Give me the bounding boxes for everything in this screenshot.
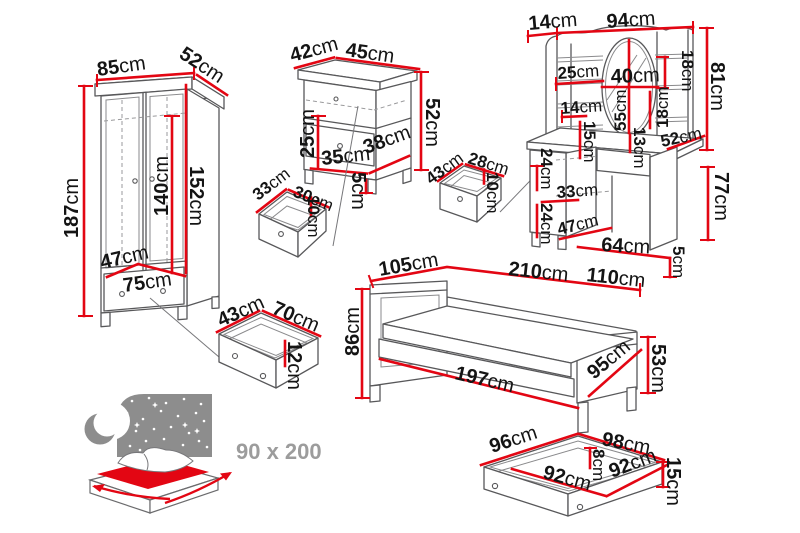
dim-line-nightstand-depth	[293, 55, 336, 70]
nightstand: 42cm 45cm 52cm 25cm 35cm 38cm 5cm	[288, 33, 443, 247]
drawer-left-height-label: 10cm	[304, 196, 323, 238]
dressing-desk-height-label: 77cm	[710, 172, 732, 221]
bed-headboard-width-label: 105cm	[377, 249, 440, 281]
dim-line-wardrobe-depth	[195, 73, 229, 97]
dressing-shelf-gap-rt-label: 18cm	[678, 50, 697, 92]
dressing-drawer-depth-lower-label: 24cm	[537, 203, 556, 245]
drawer-small-right: 43cm 28cm 10cm	[422, 148, 553, 223]
dressing-shelf-gap-left-label: 15cm	[580, 121, 599, 163]
dressing-foot-label: 5cm	[669, 246, 688, 278]
nightstand-height-label: 52cm	[421, 98, 443, 147]
wardrobe-knob	[149, 176, 155, 182]
nightstand-niche-width-label: 35cm	[320, 143, 371, 170]
mattress-size-icon: 90 x 200	[84, 394, 322, 514]
underbed-drawer: 96cm 98cm 92cm 8cm 92cm 15cm	[479, 422, 684, 517]
wardrobe-height-label: 187cm	[61, 178, 83, 238]
wardrobe-base-width-label: 75cm	[122, 268, 174, 297]
underbed-width-label: 98cm	[600, 428, 652, 459]
dressing-desk-depth-label: 52cm	[659, 124, 704, 151]
dim-line-wardrobe-width	[95, 71, 196, 82]
bed-height-label: 86cm	[342, 307, 364, 356]
dressing-shelf-depth-lower-label: 14cm	[560, 96, 603, 118]
wardrobe-inner-height-label: 140cm	[151, 156, 173, 216]
dim-line-nightstand-width	[335, 56, 421, 71]
dressing-shelf-depth-label: 25cm	[557, 61, 600, 83]
wardrobe-door-right	[149, 93, 184, 262]
wardrobe-width-label: 85cm	[96, 52, 148, 81]
stars	[125, 396, 209, 452]
bed-length-label: 210cm	[507, 258, 569, 286]
blanket	[117, 447, 194, 473]
nightstand-width-label: 45cm	[344, 39, 396, 68]
dim-line-nightstand-niche-depth	[368, 154, 411, 175]
wardrobe-drawer-height-label: 12cm	[283, 341, 305, 390]
dressing-mirror-gap-label: 13cm	[630, 127, 649, 169]
nightstand-leg-label: 5cm	[347, 172, 369, 210]
pointer-nightstand-drawer	[332, 105, 359, 247]
drawer-small-left: 33cm 30cm 10cm	[249, 164, 336, 258]
pointer-wardrobe-drawer	[149, 297, 220, 358]
dim-line-nightstand-niche-width	[309, 167, 369, 175]
dressing-table: 14cm 94cm 25cm 40cm 18cm 81cm 14cm 55cm …	[526, 8, 732, 279]
night-sky	[117, 394, 212, 457]
dim-line-wardrobe-base	[105, 262, 187, 279]
dressing-shelf-gap-rb-label: 18cm	[653, 86, 672, 128]
wardrobe-knob	[132, 178, 138, 184]
dressing-mirror-width-label: 40cm	[610, 64, 660, 88]
dressing-top-depth-label: 14cm	[528, 9, 579, 35]
underbed-wall-label: 8cm	[589, 449, 608, 481]
nightstand-niche-height-label: 25cm	[297, 109, 319, 158]
dressing-drawer-width-label: 33cm	[556, 180, 599, 202]
bed: 86cm 105cm 210cm 110cm 197cm 95cm 53cm	[342, 249, 669, 434]
wardrobe: 85cm 52cm 187cm 140cm 152cm 47cm 75cm	[61, 43, 229, 358]
drawer-right-height-label: 10cm	[483, 172, 502, 214]
dressing-shelves-right	[654, 53, 689, 123]
dressing-hutch-width-label: 94cm	[606, 8, 656, 33]
wardrobe-drawer: 43cm 70cm 12cm	[214, 292, 323, 390]
dressing-kneehole-label: 64cm	[601, 234, 651, 259]
bed-front-rail	[378, 338, 575, 398]
mattress-size-label: 90 x 200	[236, 439, 322, 464]
dressing-drawer-depth-upper-label: 24cm	[537, 148, 556, 190]
wardrobe-front-height-label: 152cm	[185, 166, 207, 226]
desk-width-label: 110cm	[585, 264, 646, 292]
bed-footboard-height-label: 53cm	[647, 344, 669, 393]
dressing-mirror-height-label: 55cm	[611, 89, 630, 131]
dressing-hutch-height-label: 81cm	[706, 62, 728, 111]
dressing-cabinet-depth-label: 47cm	[555, 210, 600, 238]
underbed-height-label: 15cm	[662, 457, 684, 506]
